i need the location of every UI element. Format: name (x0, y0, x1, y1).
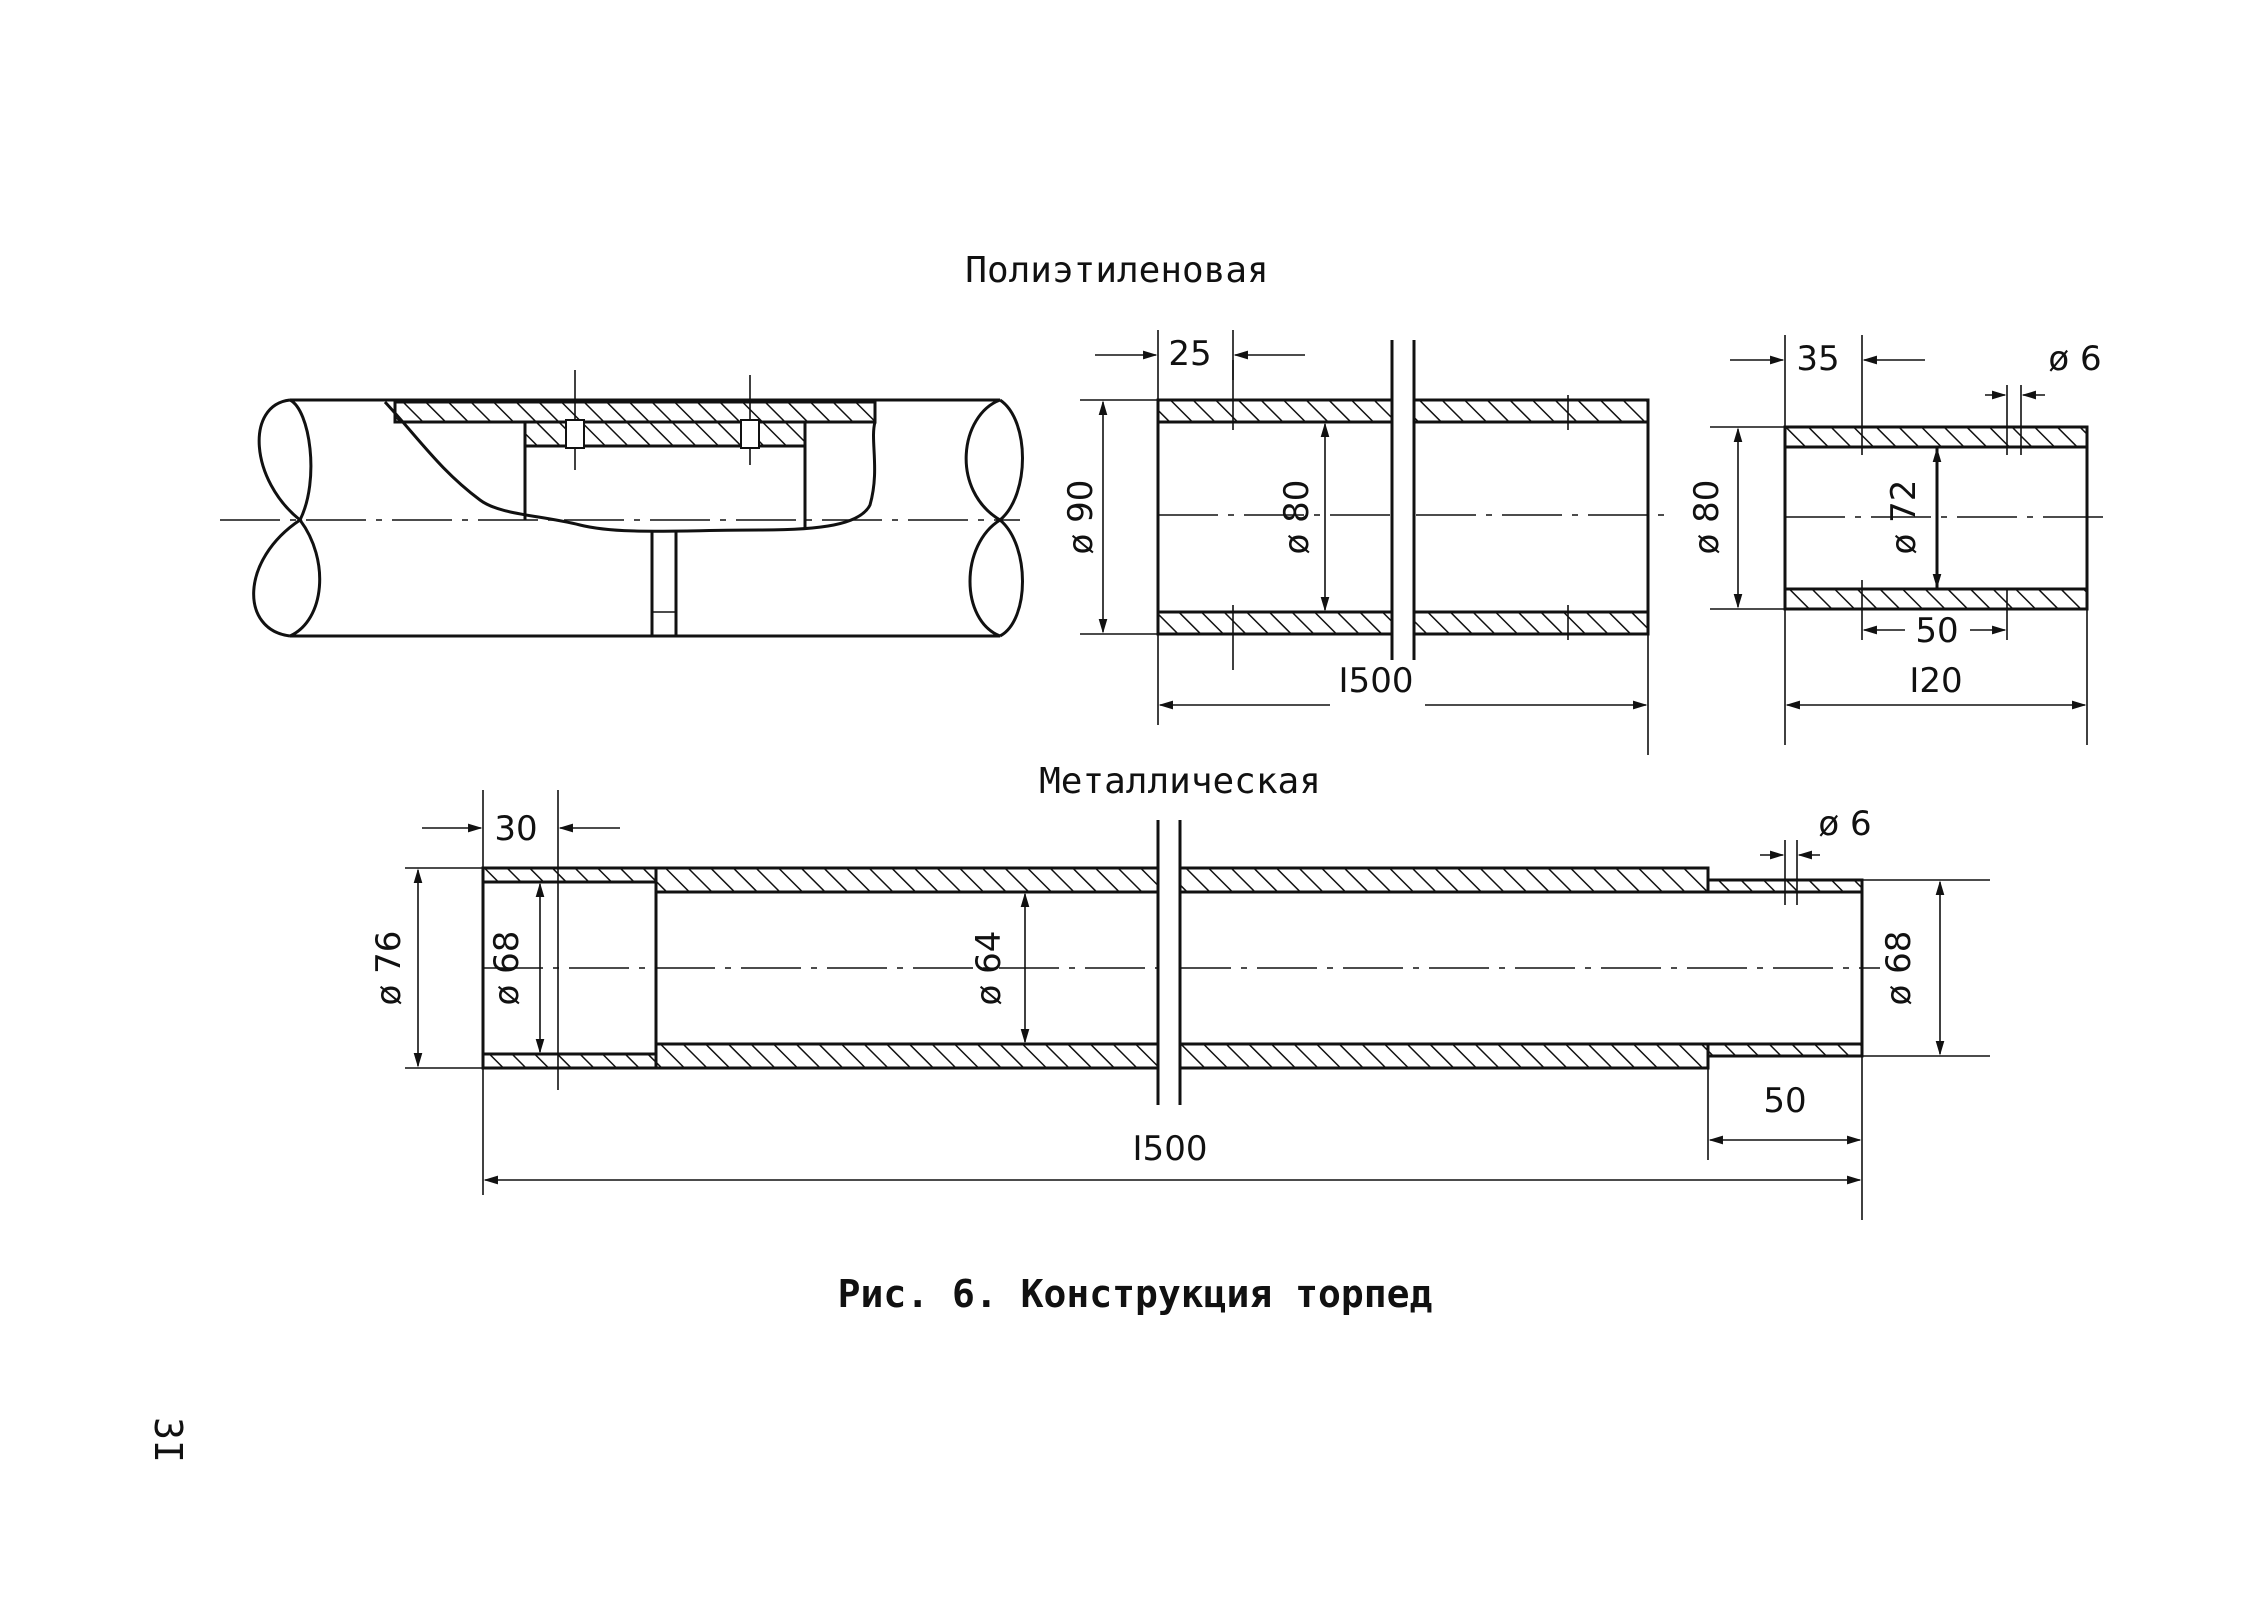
dim-metal-length: I500 (1133, 1129, 1208, 1169)
polyethylene-pipe-section: 25 ø 90 ø 80 I500 (1061, 330, 1670, 755)
dim-plug-hole-dia: ø 6 (2048, 339, 2101, 379)
heading-polyethylene: Полиэтиленовая (965, 250, 1268, 291)
dim-plug-bore-len: 50 (1915, 611, 1958, 651)
dim-plug-outer-dia: ø 80 (1687, 480, 1727, 555)
dim-poly-offset: 25 (1168, 334, 1211, 374)
dim-metal-inner-dia: ø 64 (969, 931, 1009, 1006)
dim-metal-hole-dia: ø 6 (1818, 804, 1871, 844)
joint-assembly-view (220, 370, 1024, 638)
heading-metal: Металлическая (1039, 761, 1321, 802)
dim-metal-spigot-dia: ø 68 (1879, 931, 1919, 1006)
dim-plug-inner-dia: ø 72 (1884, 480, 1924, 555)
figure-caption: Рис. 6. Конструкция торпед (838, 1272, 1433, 1316)
dim-poly-outer-dia: ø 90 (1061, 480, 1101, 555)
dim-metal-spigot-len: 50 (1763, 1081, 1806, 1121)
dim-plug-length: I20 (1909, 661, 1962, 701)
plug-section: ø 6 35 ø 80 ø 72 50 I20 (1687, 335, 2105, 745)
dim-metal-outer-dia: ø 76 (369, 931, 409, 1006)
dim-metal-socket-dia: ø 68 (487, 931, 527, 1006)
dim-poly-inner-dia: ø 80 (1277, 480, 1317, 555)
dim-plug-offset: 35 (1796, 339, 1839, 379)
dim-poly-length: I500 (1339, 661, 1414, 701)
dim-metal-offset: 30 (494, 809, 537, 849)
page-number: 3I (146, 1417, 190, 1463)
metal-torpedo-section: 30 ø 6 ø 76 ø 68 ø 64 ø 68 50 I500 (369, 790, 1990, 1220)
